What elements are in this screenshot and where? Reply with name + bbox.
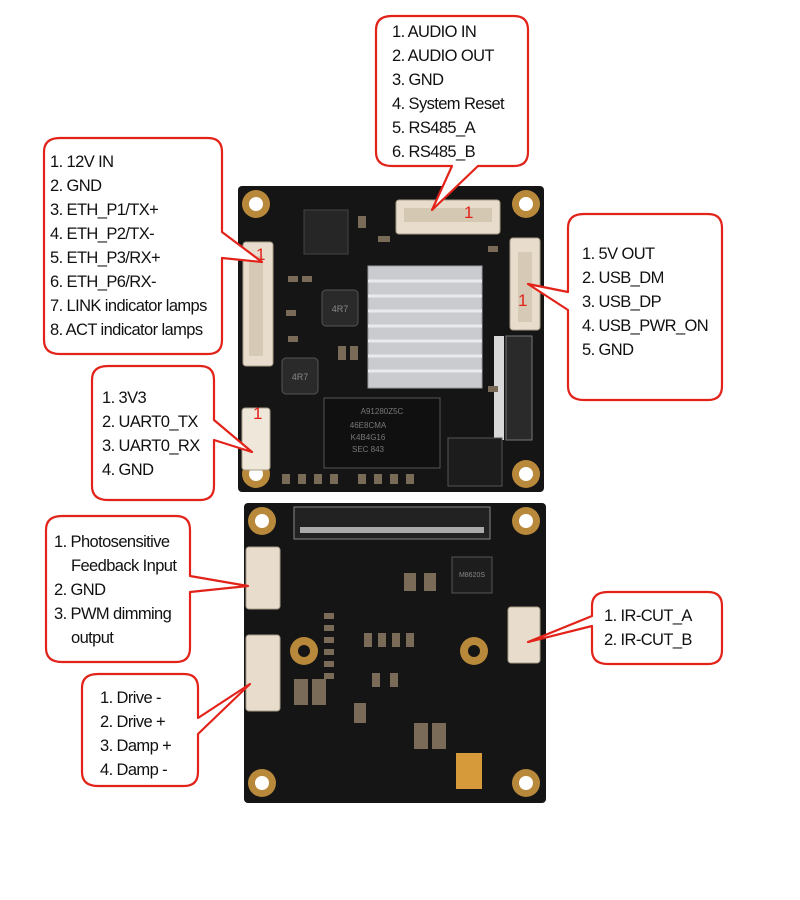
callout-line: 1. IR-CUT_A <box>604 607 692 625</box>
callout-line: 3. ETH_P1/TX+ <box>50 201 159 219</box>
callout-line: 8. ACT indicator lamps <box>50 321 203 339</box>
pin1-marker-power-eth: 1 <box>256 245 266 264</box>
callout-line: 7. LINK indicator lamps <box>50 297 207 315</box>
callout-line: 3. GND <box>392 71 444 89</box>
inductor <box>321 289 359 327</box>
callout-line: 1. AUDIO IN <box>392 23 477 41</box>
svg-text:4R7: 4R7 <box>332 304 349 314</box>
svg-text:M8620S: M8620S <box>459 572 485 579</box>
callout-line: 2. GND <box>50 177 102 195</box>
svg-text:4R7: 4R7 <box>292 372 309 382</box>
callout-line: 3. UART0_RX <box>102 437 200 455</box>
callout-line: 4. ETH_P2/TX- <box>50 225 155 243</box>
fpc-connector <box>505 335 533 441</box>
ircut-connector <box>507 606 541 664</box>
callout-line: 1. Drive - <box>100 689 162 707</box>
inductor <box>281 357 319 395</box>
pcb-substrate <box>244 503 546 803</box>
callout-line: 1. Photosensitive <box>54 533 170 551</box>
ethernet-phy-chip <box>447 437 503 487</box>
svg-text:46E8CMA: 46E8CMA <box>350 421 387 430</box>
callout-line: 3. Damp + <box>100 737 172 755</box>
callout-line: 5. ETH_P3/RX+ <box>50 249 161 267</box>
callout-line: 5. RS485_A <box>392 119 476 137</box>
pin1-marker-usb: 1 <box>518 291 528 310</box>
callout-line: 2. USB_DM <box>582 269 664 287</box>
pin1-marker-uart: 1 <box>253 404 263 423</box>
callout-line: 4. Damp - <box>100 761 168 779</box>
svg-text:A91280Z5C: A91280Z5C <box>361 407 404 416</box>
callout-line: 6. RS485_B <box>392 143 476 161</box>
callout-line: 3. USB_DP <box>582 293 662 311</box>
callout-line: 1. 12V IN <box>50 153 114 171</box>
callout-line: 2. GND <box>54 581 106 599</box>
pin1-marker-audio: 1 <box>464 203 474 222</box>
callout-line: 2. UART0_TX <box>102 413 198 431</box>
sensor-board: M8620S <box>244 503 546 803</box>
main-board: 4R7 4R7 A91280Z5C 46E8CMA K4B4G16 SEC 84… <box>238 186 544 492</box>
callout-line: 1. 5V OUT <box>582 245 655 263</box>
callout-line: 4. System Reset <box>392 95 505 113</box>
callout-line: 2. IR-CUT_B <box>604 631 692 649</box>
lens-connector <box>245 634 281 712</box>
callout-line: 4. USB_PWR_ON <box>582 317 709 335</box>
svg-text:SEC 843: SEC 843 <box>352 445 385 454</box>
svg-text:K4B4G16: K4B4G16 <box>351 433 386 442</box>
sensor-fpc-connector <box>293 506 491 540</box>
callout-line: Feedback Input <box>71 557 177 575</box>
flash-chip <box>323 397 441 469</box>
callout-line: 1. 3V3 <box>102 389 147 407</box>
callout-line: output <box>71 629 114 647</box>
driver-chip <box>451 556 493 594</box>
callout-line: 2. AUDIO OUT <box>392 47 495 65</box>
soc-chip <box>303 209 349 255</box>
light-connector <box>245 546 281 610</box>
callout-line: 5. GND <box>582 341 634 359</box>
callout-line: 6. ETH_P6/RX- <box>50 273 157 291</box>
callout-line: 4. GND <box>102 461 154 479</box>
callout-line: 3. PWM dimming <box>54 605 172 623</box>
heatsink <box>367 265 483 389</box>
tantalum-capacitor <box>456 753 482 789</box>
callout-line: 2. Drive + <box>100 713 166 731</box>
